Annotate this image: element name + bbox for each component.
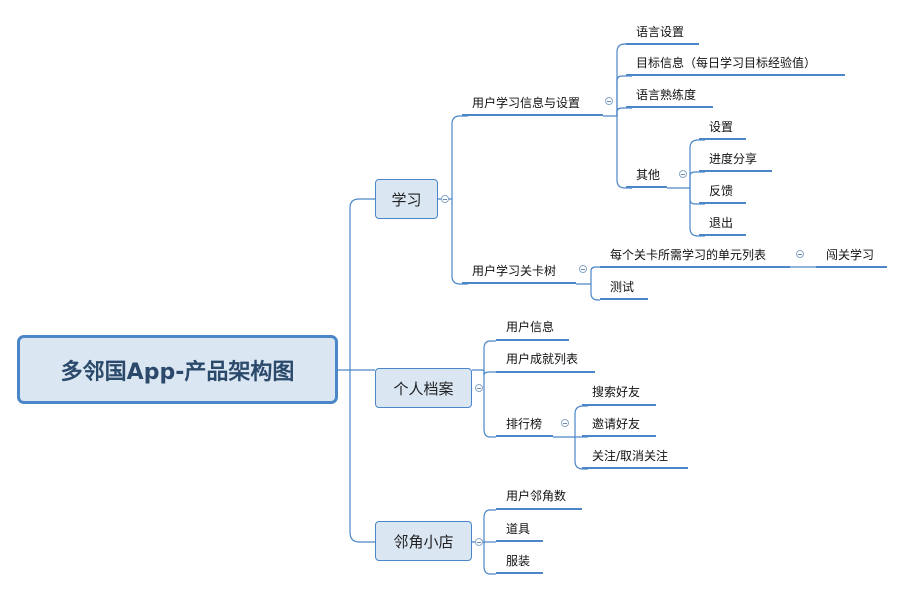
underline: [496, 371, 595, 373]
underline: [626, 74, 845, 76]
root-node[interactable]: 多邻国App-产品架构图: [17, 335, 338, 404]
collapse-ranking-icon[interactable]: [561, 419, 569, 427]
underline: [462, 114, 603, 116]
node-user-coins[interactable]: 用户邻角数: [506, 489, 567, 503]
underline: [496, 435, 553, 437]
underline: [582, 435, 656, 437]
node-learning-settings[interactable]: 用户学习信息与设置: [472, 96, 581, 110]
node-shop[interactable]: 邻角小店: [375, 521, 472, 561]
node-clothing[interactable]: 服装: [506, 554, 531, 568]
node-props[interactable]: 道具: [506, 522, 531, 536]
node-language-settings[interactable]: 语言设置: [636, 25, 685, 39]
node-level-tree[interactable]: 用户学习关卡树: [472, 264, 557, 278]
node-unit-list[interactable]: 每个关卡所需学习的单元列表: [610, 248, 767, 262]
node-target-info[interactable]: 目标信息（每日学习目标经验值）: [636, 56, 817, 70]
underline: [600, 298, 648, 300]
node-settings[interactable]: 设置: [709, 120, 734, 134]
node-user-info[interactable]: 用户信息: [506, 320, 555, 334]
node-search-friends[interactable]: 搜索好友: [592, 385, 641, 399]
collapse-level-tree-icon[interactable]: [579, 265, 587, 273]
node-test[interactable]: 测试: [610, 280, 635, 294]
underline: [816, 266, 887, 268]
collapse-profile-icon[interactable]: [475, 384, 483, 392]
node-follow-unfollow[interactable]: 关注/取消关注: [592, 449, 669, 463]
node-challenge-learning[interactable]: 闯关学习: [826, 248, 875, 262]
node-learn-label: 学习: [391, 190, 422, 209]
collapse-learn-icon[interactable]: [441, 195, 449, 203]
underline: [626, 106, 713, 108]
node-profile[interactable]: 个人档案: [375, 368, 472, 408]
collapse-learning-settings-icon[interactable]: [605, 97, 613, 105]
underline: [496, 572, 543, 574]
underline: [582, 467, 688, 469]
underline: [582, 404, 656, 406]
collapse-unit-list-icon[interactable]: [796, 250, 804, 258]
collapse-shop-icon[interactable]: [475, 538, 483, 546]
node-achievements[interactable]: 用户成就列表: [506, 352, 579, 366]
underline: [699, 170, 772, 172]
node-progress-share[interactable]: 进度分享: [709, 152, 758, 166]
underline: [496, 508, 582, 510]
node-ranking[interactable]: 排行榜: [506, 417, 543, 431]
node-shop-label: 邻角小店: [393, 532, 454, 551]
node-invite-friends[interactable]: 邀请好友: [592, 417, 641, 431]
node-learn[interactable]: 学习: [375, 179, 438, 219]
underline: [626, 43, 699, 45]
underline: [462, 282, 576, 284]
underline: [626, 186, 667, 188]
node-profile-label: 个人档案: [393, 379, 454, 398]
collapse-other-icon[interactable]: [679, 170, 687, 178]
underline: [496, 339, 569, 341]
underline: [600, 266, 790, 268]
node-proficiency[interactable]: 语言熟练度: [636, 88, 697, 102]
node-feedback[interactable]: 反馈: [709, 184, 734, 198]
root-title: 多邻国App-产品架构图: [60, 359, 295, 385]
underline: [496, 540, 543, 542]
node-logout[interactable]: 退出: [709, 216, 734, 230]
underline: [699, 202, 746, 204]
underline: [699, 138, 746, 140]
node-other[interactable]: 其他: [636, 168, 661, 182]
underline: [699, 234, 746, 236]
